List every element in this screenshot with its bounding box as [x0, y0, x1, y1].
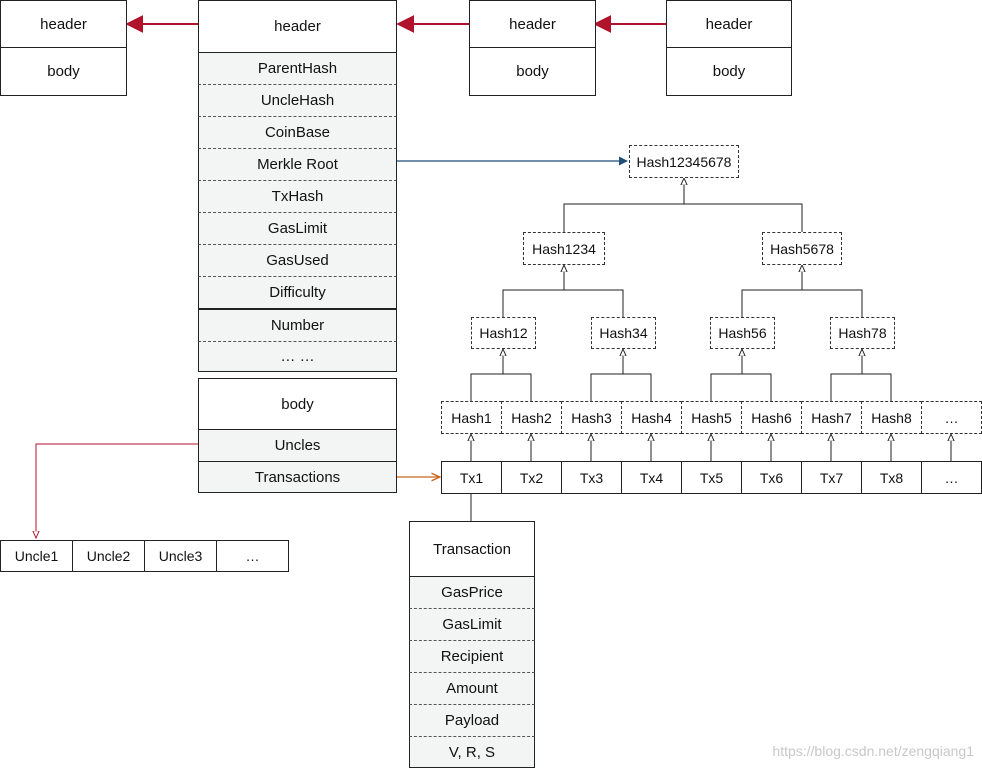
merkle-root-hash: Hash12345678	[629, 145, 739, 178]
transaction-field-gasprice: GasPrice	[409, 577, 535, 609]
watermark: https://blog.csdn.net/zengqiang1	[772, 743, 974, 759]
merkle-leaf-hash: Hash6	[741, 401, 802, 434]
uncles-arrow	[36, 443, 198, 538]
header-field-unclehash: UncleHash	[198, 85, 397, 117]
header-field-coinbase: CoinBase	[198, 117, 397, 149]
transaction-field-amount: Amount	[409, 673, 535, 705]
uncle-cell: Uncle1	[0, 540, 73, 572]
merkle-leaf-hash: …	[921, 401, 982, 434]
tx-cell: Tx7	[801, 461, 862, 494]
block-left-header: header	[0, 0, 127, 48]
merkle-leaf-hash: Hash2	[501, 401, 562, 434]
merkle-level2-hash: Hash78	[830, 317, 895, 349]
header-field-parenthash: ParentHash	[198, 53, 397, 85]
merkle-leaf-hash: Hash3	[561, 401, 622, 434]
body-field-transactions: Transactions	[198, 462, 397, 493]
block-right2-body: body	[666, 47, 792, 96]
header-field-merkle-root: Merkle Root	[198, 149, 397, 181]
tx-cell: Tx4	[621, 461, 682, 494]
transaction-field-gaslimit: GasLimit	[409, 609, 535, 641]
merkle-leaf-hash: Hash4	[621, 401, 682, 434]
tx-cell: Tx2	[501, 461, 562, 494]
tx-to-leaf-arrows	[471, 434, 951, 461]
level2-to-level1-connectors	[502, 265, 863, 317]
level1-to-root-connectors	[563, 178, 803, 232]
header-field-difficulty: Difficulty	[198, 277, 397, 310]
transaction-field-vrs: V, R, S	[409, 737, 535, 768]
uncle-cell: Uncle2	[72, 540, 145, 572]
block-left-body: body	[0, 47, 127, 96]
merkle-level2-hash: Hash56	[710, 317, 775, 349]
header-field-ellipsis: … …	[198, 342, 397, 372]
transaction-title: Transaction	[409, 521, 535, 577]
header-field-gaslimit: GasLimit	[198, 213, 397, 245]
block-right1-body: body	[469, 47, 596, 96]
tx-cell: Tx5	[681, 461, 742, 494]
body-field-uncles: Uncles	[198, 430, 397, 462]
header-field-txhash: TxHash	[198, 181, 397, 213]
tx-cell: Tx3	[561, 461, 622, 494]
leaf-to-level2-connectors	[470, 349, 892, 401]
uncle-cell: Uncle3	[144, 540, 217, 572]
merkle-leaf-hash: Hash8	[861, 401, 922, 434]
merkle-leaf-hash: Hash7	[801, 401, 862, 434]
merkle-level2-hash: Hash34	[591, 317, 656, 349]
block-right2-header: header	[666, 0, 792, 48]
merkle-leaf-hash: Hash1	[441, 401, 502, 434]
header-field-number: Number	[198, 310, 397, 342]
tx-cell: Tx1	[441, 461, 502, 494]
transaction-field-recipient: Recipient	[409, 641, 535, 673]
header-field-gasused: GasUsed	[198, 245, 397, 277]
tx-cell: …	[921, 461, 982, 494]
tx-cell: Tx6	[741, 461, 802, 494]
block-right1-header: header	[469, 0, 596, 48]
transaction-field-payload: Payload	[409, 705, 535, 737]
uncle-cell: …	[216, 540, 289, 572]
merkle-level1-hash: Hash1234	[523, 232, 605, 265]
merkle-level2-hash: Hash12	[471, 317, 536, 349]
main-block-header: header	[198, 0, 397, 53]
main-block-body: body	[198, 378, 397, 430]
merkle-leaf-hash: Hash5	[681, 401, 742, 434]
tx-cell: Tx8	[861, 461, 922, 494]
merkle-level1-hash: Hash5678	[762, 232, 842, 265]
